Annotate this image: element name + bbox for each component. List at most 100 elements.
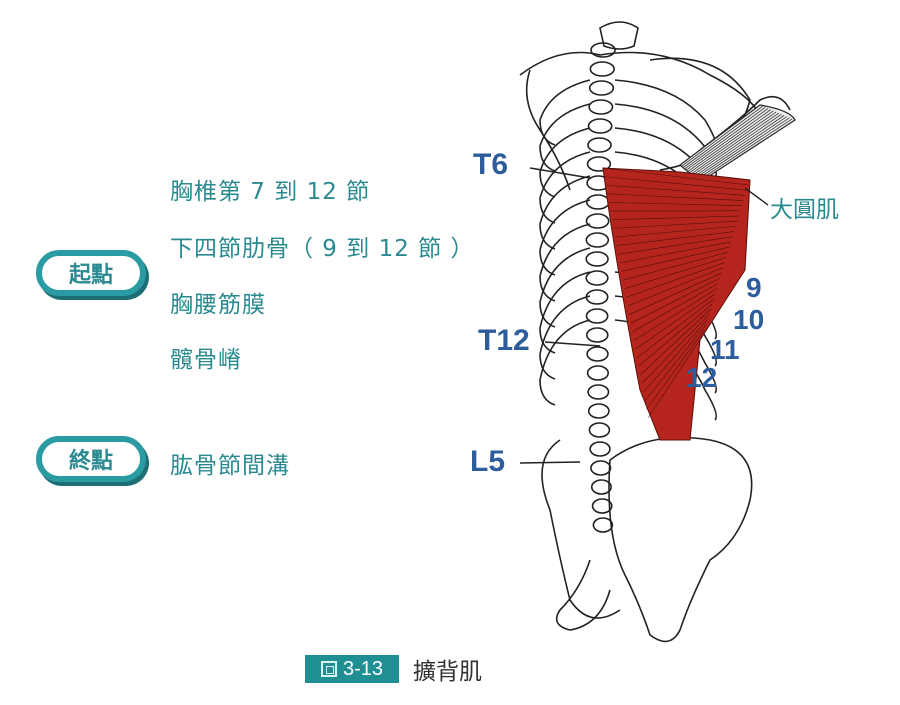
vertebra-label-t6: T6: [473, 148, 509, 181]
pelvis-left: [541, 439, 621, 619]
rib: [539, 151, 591, 224]
rib-label-12: 12: [686, 362, 718, 393]
vertebra: [586, 156, 612, 172]
teres-fiber: [696, 117, 790, 180]
teres-fiber: [698, 118, 793, 182]
rib: [539, 79, 591, 146]
latissimus-fiber: [616, 231, 735, 246]
latissimus-fiber: [640, 308, 711, 376]
vertebra: [590, 479, 612, 495]
teres-fiber: [689, 111, 777, 174]
vertebra: [585, 232, 610, 248]
teres-fiber: [699, 119, 796, 183]
teres-major-label: 大圓肌: [770, 197, 839, 223]
latissimus-fiber: [646, 329, 705, 410]
rib-label-9: 9: [746, 272, 762, 303]
teres-fiber: [695, 116, 788, 179]
latissimus-fiber: [615, 226, 736, 238]
figure-title: 擴背肌: [413, 659, 482, 685]
vertebra: [588, 422, 611, 438]
pelvis-right: [608, 436, 753, 643]
latissimus-dorsi-muscle: [602, 167, 751, 441]
rib-label-10: 10: [733, 304, 765, 335]
vertebra: [585, 308, 609, 324]
vertebra: [585, 327, 609, 343]
latissimus-fiber: [647, 334, 704, 419]
latissimus-fiber: [632, 283, 719, 333]
insertion-item: 肱骨節間溝: [170, 453, 290, 479]
insertion-badge: 終點: [36, 436, 146, 482]
latissimus-fiber: [644, 324, 707, 401]
latissimus-fiber: [607, 193, 744, 201]
rib: [539, 319, 591, 406]
vertebra-label-l5: L5: [470, 445, 506, 478]
rib: [539, 103, 591, 172]
vertebra: [587, 403, 610, 419]
latissimus-fiber: [638, 303, 713, 367]
origin-item: 下四節肋骨（ 9 到 12 節 ）: [170, 236, 475, 262]
latissimus-fiber: [633, 288, 718, 341]
vertebra: [592, 517, 614, 533]
vertebra-label-t12: T12: [478, 324, 530, 357]
teres-fiber: [681, 105, 763, 167]
teres-fiber: [693, 115, 785, 178]
rib: [539, 127, 591, 198]
rib: [539, 223, 591, 302]
vertebra: [589, 441, 611, 457]
rib: [539, 247, 591, 328]
latissimus-fiber: [636, 298, 715, 358]
latissimus-fiber: [602, 167, 749, 186]
vertebra: [586, 365, 609, 381]
teres-fiber: [687, 110, 774, 172]
rib: [539, 271, 591, 354]
latissimus-shape: [602, 167, 751, 441]
teres-fiber: [682, 106, 766, 168]
vertebra: [587, 118, 613, 134]
vertebra: [585, 251, 609, 267]
latissimus-fiber: [623, 251, 728, 281]
rib-label-11: 11: [710, 334, 740, 365]
latissimus-fiber: [629, 272, 722, 315]
origin-item: 胸椎第 7 到 12 節: [170, 179, 371, 205]
teres-fiber: [690, 112, 780, 175]
vertebra: [590, 460, 612, 476]
vertebra: [585, 270, 609, 286]
latissimus-fiber: [635, 293, 716, 350]
latissimus-fiber: [626, 262, 725, 298]
vertebra: [588, 80, 615, 96]
rib: [614, 79, 718, 151]
latissimus-fiber: [641, 314, 710, 384]
vertebra: [591, 498, 613, 514]
vertebra: [585, 213, 610, 229]
vertebra: [585, 289, 609, 305]
vertebra: [587, 137, 612, 153]
latissimus-fiber: [643, 319, 708, 393]
rib: [539, 295, 591, 380]
latissimus-fiber: [624, 257, 727, 289]
vertebra: [587, 384, 610, 400]
origin-badge: 起點: [36, 250, 146, 296]
teres-fiber: [685, 109, 772, 171]
vertebra: [585, 194, 610, 210]
latissimus-fiber: [621, 246, 730, 272]
vertebra: [588, 99, 614, 115]
latissimus-fiber: [612, 215, 739, 221]
teres-fiber: [692, 113, 782, 176]
rib: [539, 199, 591, 276]
vertebra: [586, 346, 609, 362]
teres-fiber: [679, 104, 761, 166]
teres-fiber: [684, 108, 769, 170]
latissimus-fiber: [606, 184, 745, 196]
figure-number: 3-13: [342, 657, 384, 680]
teres-major-muscle: [679, 104, 796, 183]
figure-icon: [320, 661, 337, 677]
leader-lines: [519, 167, 769, 464]
latissimus-fiber: [627, 267, 724, 307]
latissimus-fiber: [618, 236, 733, 255]
vertebra: [590, 42, 616, 58]
figure-number-box: 3-13: [305, 655, 399, 683]
latissimus-fiber: [604, 176, 747, 191]
rib: [539, 175, 591, 250]
origin-item: 胸腰筋膜: [170, 292, 266, 318]
